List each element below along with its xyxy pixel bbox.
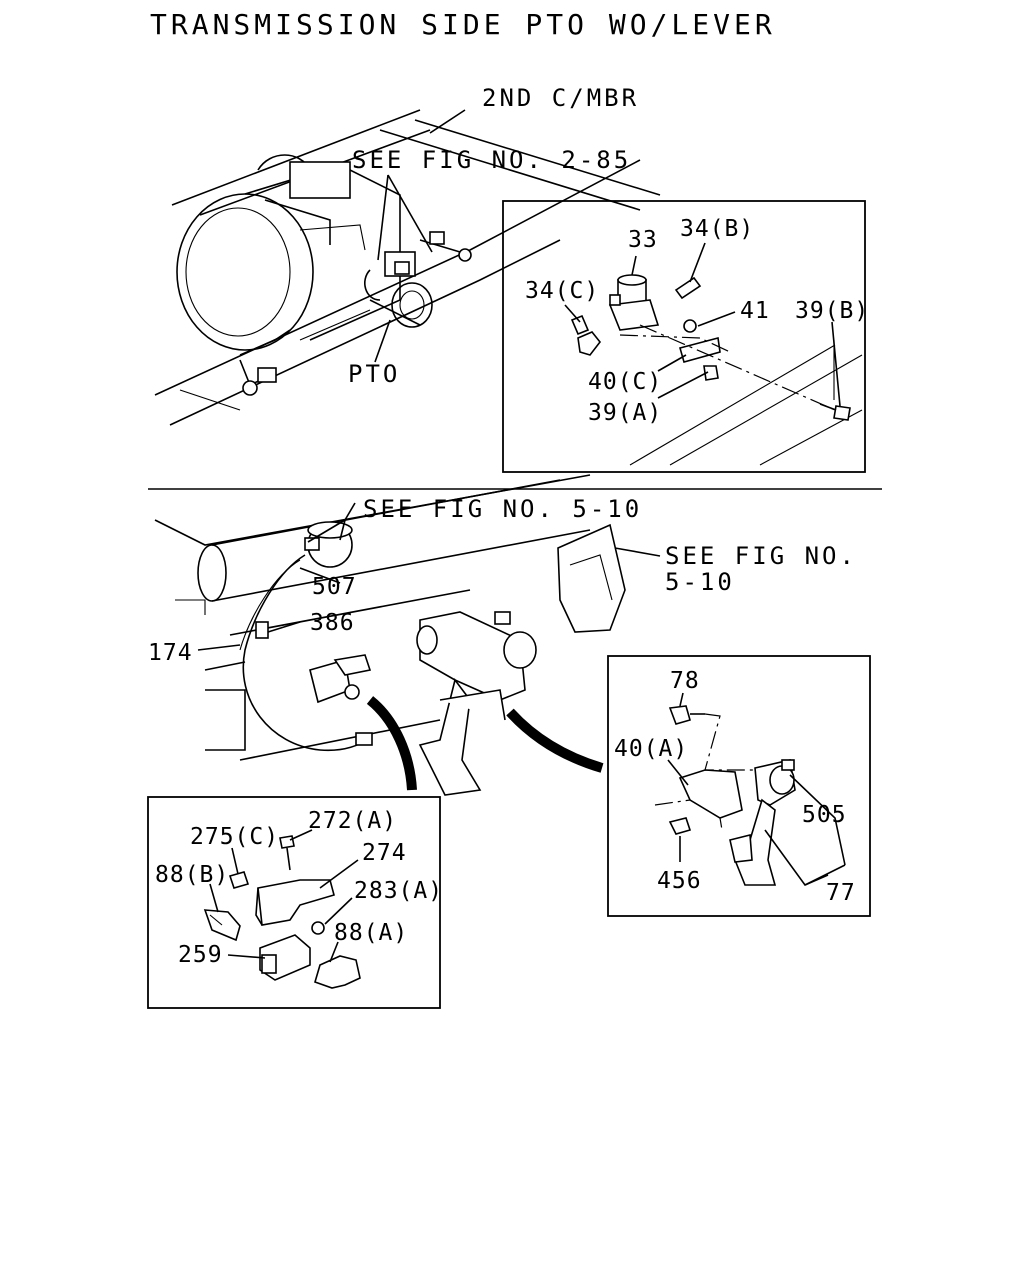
upper-chassis-illustration [154, 109, 661, 426]
callout-505: 505 [802, 802, 847, 828]
leader-34b [689, 242, 706, 283]
callout-507: 507 [312, 574, 357, 600]
leader-2nd-cmbr [429, 109, 466, 134]
callout-78: 78 [670, 668, 700, 694]
label-see-fig-5-10-top: SEE FIG NO. 5-10 [363, 495, 642, 523]
leader-77-a [764, 829, 846, 887]
leader-39b [831, 321, 841, 407]
leader-174 [197, 644, 241, 651]
callout-456: 456 [657, 868, 702, 894]
callout-40c: 40(C) [588, 369, 662, 395]
leader-505 [789, 774, 846, 866]
leader-pto [374, 319, 391, 363]
leader-507 [299, 567, 341, 584]
leader-272a [289, 829, 313, 841]
callout-283a: 283(A) [354, 878, 443, 904]
callout-259: 259 [178, 942, 223, 968]
label-2nd-cmbr: 2ND C/MBR [482, 84, 639, 112]
detail-box-upper [502, 200, 866, 473]
callout-40a: 40(A) [614, 736, 688, 762]
callout-272a: 272(A) [308, 808, 397, 834]
lower-left-detail-illustration [203, 835, 361, 989]
callout-174: 174 [148, 640, 193, 666]
callout-34c: 34(C) [525, 278, 599, 304]
leader-88a [329, 941, 339, 963]
leader-see-fig-5-10-top-b [344, 502, 356, 521]
callout-41: 41 [740, 298, 770, 324]
leader-see-fig-2-85-b [387, 174, 433, 253]
leader-see-fig-5-10-top-c [339, 519, 346, 541]
detail-box-lower-right [607, 655, 871, 917]
leader-see-fig-5-10-top-a [307, 519, 346, 543]
assembly-line-upper-a [619, 334, 731, 353]
diagram-title: TRANSMISSION SIDE PTO WO/LEVER [150, 8, 776, 41]
callout-34b: 34(B) [680, 216, 754, 242]
leader-39a [657, 371, 709, 399]
detail-box-lower-left [147, 796, 441, 1009]
leader-41 [697, 311, 736, 327]
leader-386 [267, 621, 301, 633]
callout-88a: 88(A) [334, 920, 408, 946]
leader-40a [667, 759, 689, 786]
callout-88b: 88(B) [155, 862, 229, 888]
leader-33 [631, 255, 637, 276]
label-see-fig-5-10-right-line1: SEE FIG NO. [665, 542, 857, 570]
leader-275c [231, 847, 239, 875]
assembly-line-lower-right-a [704, 713, 755, 771]
label-see-fig-5-10-right-line2: 5-10 [665, 568, 735, 596]
leader-88b [209, 883, 219, 913]
leader-274 [319, 859, 359, 889]
assembly-line-upper-b [639, 324, 836, 411]
callout-39b: 39(B) [795, 298, 869, 324]
leader-259 [227, 954, 266, 959]
leader-40c [657, 354, 687, 372]
leader-see-fig-2-85-a [377, 174, 389, 261]
lower-right-detail-illustration [668, 705, 796, 886]
callout-77: 77 [826, 880, 856, 906]
label-pto: PTO [348, 360, 400, 388]
lower-main-illustration [154, 474, 626, 796]
callout-274: 274 [362, 840, 407, 866]
callout-275c: 275(C) [190, 824, 279, 850]
leader-77-b [804, 874, 829, 886]
callout-39a: 39(A) [588, 400, 662, 426]
leader-283a [324, 897, 353, 925]
callout-33: 33 [628, 227, 658, 253]
label-see-fig-2-85: SEE FIG NO. 2-85 [352, 146, 631, 174]
leader-78 [679, 692, 684, 707]
leader-see-fig-5-10-right [614, 547, 661, 557]
leader-34c [564, 304, 581, 323]
assembly-line-lower-right-b [654, 799, 723, 831]
callout-386: 386 [310, 610, 355, 636]
